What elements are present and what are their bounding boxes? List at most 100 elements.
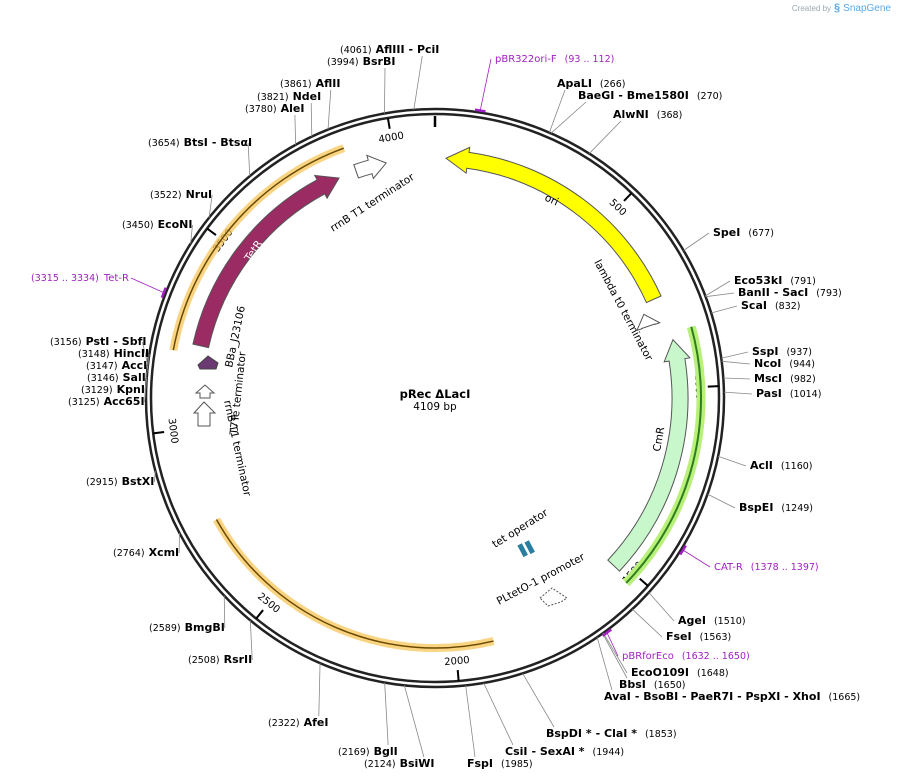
site-position: (3146) (87, 373, 119, 384)
site-position: (3129) (81, 385, 113, 396)
leader-afei (319, 663, 320, 716)
site-bsrbi[interactable]: (3994)BsrBI (327, 55, 395, 68)
svg-text:AclI(1160): AclI(1160) (750, 459, 813, 472)
tet-operator-feature[interactable] (517, 540, 535, 557)
site-position: (1648) (697, 668, 729, 679)
site-bspdi[interactable]: BspDI *- ClaI *(1853) (546, 727, 677, 740)
site-eco0109i[interactable]: EcoO109I(1648) (631, 666, 729, 679)
ori-feature[interactable] (446, 147, 661, 302)
leader-bspei (708, 494, 735, 508)
site-apali[interactable]: ApaLI(266) (557, 77, 625, 90)
site-position: (2124) (364, 759, 396, 770)
pltet-promoter-feature[interactable] (540, 588, 567, 606)
site-name: AflII (316, 77, 341, 90)
leader-bsiwi (404, 685, 424, 757)
site-name: PstI (86, 335, 110, 348)
primer-tet-r[interactable]: (3315 .. 3334)Tet-R (31, 273, 166, 298)
tick-label-2000: 2000 (444, 655, 470, 668)
site-csii[interactable]: CsiI- SexAI *(1944) (505, 745, 624, 758)
cmr-feature[interactable] (608, 340, 690, 571)
svg-text:pBRforEco(1632 .. 1650): pBRforEco(1632 .. 1650) (622, 651, 750, 663)
t7te-terminator-feature[interactable] (196, 385, 214, 398)
site-position: (2915) (86, 477, 118, 488)
site-bsiwi[interactable]: (2124)BsiWI (364, 757, 435, 770)
site-alt-name: - BtsαI (212, 136, 252, 149)
site-name: BbsI (619, 678, 646, 691)
site-brui[interactable]: (3522)NruI (150, 188, 212, 201)
site-name: SspI (752, 345, 778, 358)
site-sspi[interactable]: SspI(937) (752, 345, 812, 358)
site-alei[interactable]: (3780)AleI (245, 102, 304, 115)
site-name: BspDI * (546, 727, 592, 740)
svg-text:BaeGI- Bme1580I(270): BaeGI- Bme1580I(270) (578, 89, 722, 102)
site-name: ScaI (741, 299, 767, 312)
leader-bsrbi (384, 68, 385, 113)
site-alt-name: - ClaI * (596, 727, 638, 740)
rrnb-t1-terminator-left-feature[interactable] (194, 402, 215, 426)
site-bmgbi[interactable]: (2589)BmgBI (149, 621, 225, 634)
site-xcmi[interactable]: (2764)XcmI (113, 546, 179, 559)
lambda-t0-terminator-feature[interactable] (637, 314, 660, 330)
svg-text:pBR322ori-F(93 .. 112): pBR322ori-F(93 .. 112) (495, 54, 614, 66)
leader-baegi (551, 102, 586, 133)
site-position: (3148) (78, 349, 110, 360)
site-acc65i[interactable]: (3125)Acc65I (68, 395, 145, 408)
site-name: SpeI (713, 226, 740, 239)
site-bgli[interactable]: (2169)BglI (338, 745, 398, 758)
site-baegi[interactable]: BaeGI- Bme1580I(270) (578, 89, 722, 102)
site-agei[interactable]: AgeI(1510) (678, 614, 746, 627)
primer-range: (93 .. 112) (565, 54, 615, 65)
site-btsi[interactable]: (3654)BtsI- BtsαI (148, 136, 252, 149)
snapgene-logo-icon: § (834, 2, 840, 14)
svg-text:ScaI(832): ScaI(832) (741, 299, 801, 312)
site-banii[interactable]: BanII- SacI(793) (738, 286, 842, 299)
svg-text:(3125)Acc65I: (3125)Acc65I (68, 395, 145, 408)
svg-text:(2589)BmgBI: (2589)BmgBI (149, 621, 225, 634)
svg-text:MscI(982): MscI(982) (754, 372, 816, 385)
primer-cat-r[interactable]: CAT-R(1378 .. 1397) (680, 546, 818, 573)
site-name: BtsI (184, 136, 208, 149)
site-aflii[interactable]: (3861)AflII (280, 77, 340, 90)
snapgene-branding: Created by § SnapGene (792, 2, 891, 14)
site-name: CsiI (505, 745, 527, 758)
leader-aflii (328, 90, 331, 130)
site-rsrii[interactable]: (2508)RsrII (188, 653, 252, 666)
rrnb-t1-terminator-top-feature[interactable] (354, 155, 386, 178)
site-afei[interactable]: (2322)AfeI (268, 716, 328, 729)
site-spei[interactable]: SpeI(677) (713, 226, 774, 239)
site-econi[interactable]: (3450)EcoNI (122, 218, 192, 231)
svg-text:(3994)BsrBI: (3994)BsrBI (327, 55, 395, 68)
tick-1500 (640, 579, 648, 586)
site-acli[interactable]: AclI(1160) (750, 459, 813, 472)
snapgene-name: SnapGene (843, 3, 891, 14)
leader-aflIII-pciI (414, 56, 422, 110)
site-msci[interactable]: MscI(982) (754, 372, 816, 385)
orf-bottom-line (216, 519, 493, 648)
site-eco53ki[interactable]: Eco53kI(791) (734, 274, 816, 287)
site-position: (3125) (68, 397, 100, 408)
site-name: NcoI (754, 357, 781, 370)
bba-j23106-feature[interactable] (198, 356, 218, 369)
svg-text:(2915)BstXI: (2915)BstXI (86, 475, 154, 488)
tetr-feature[interactable] (193, 175, 339, 347)
site-bstxi[interactable]: (2915)BstXI (86, 475, 154, 488)
site-name: AvaI (604, 690, 631, 703)
primer-pbr322ori-f[interactable]: pBR322ori-F(93 .. 112) (475, 54, 614, 112)
site-bspei[interactable]: BspEI(1249) (739, 501, 813, 514)
leader-spei (684, 233, 709, 251)
leader-csii (484, 683, 513, 745)
site-name: Eco53kI (734, 274, 782, 287)
site-fspi[interactable]: FspI(1985) (467, 757, 533, 770)
site-pasi[interactable]: PasI(1014) (756, 387, 821, 400)
site-alwni[interactable]: AlwNI(368) (613, 108, 682, 121)
site-ncoi[interactable]: NcoI(944) (754, 357, 815, 370)
leader-alei (295, 115, 296, 145)
map-title: pRec ΔLacI (400, 387, 471, 401)
site-scai[interactable]: ScaI(832) (741, 299, 801, 312)
primer-name: Tet-R (103, 273, 129, 284)
tick-3000 (153, 432, 164, 433)
site-avai[interactable]: AvaI- BsoBI - PaeR7I - PspXI - XhoI(1665… (604, 690, 860, 703)
site-fsei[interactable]: FseI(1563) (666, 630, 731, 643)
svg-text:SpeI(677): SpeI(677) (713, 226, 774, 239)
